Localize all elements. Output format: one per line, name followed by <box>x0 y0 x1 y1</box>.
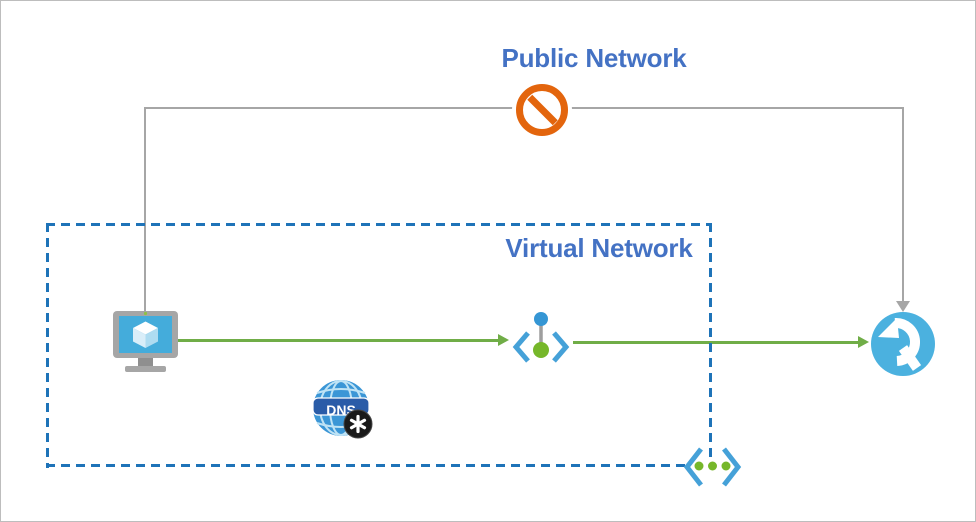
private-dns-globe-icon: DNS <box>312 380 373 439</box>
vnet-border-left <box>46 223 49 468</box>
virtual-network-label: Virtual Network <box>505 233 693 263</box>
relay-service-icon <box>871 312 935 376</box>
gray-connector-vm-up <box>144 107 146 312</box>
private-endpoint-icon <box>512 312 570 363</box>
green-connector-endpoint-to-service <box>573 341 859 344</box>
vnet-border-bottom <box>46 464 685 467</box>
subnet-icon <box>683 447 742 487</box>
no-access-slash <box>526 94 558 126</box>
vnet-border-right <box>709 223 712 463</box>
green-connector-vm-to-endpoint <box>177 339 499 342</box>
gray-connector-down-to-service <box>902 107 904 303</box>
virtual-machine-icon <box>113 311 178 372</box>
no-access-icon <box>516 84 568 136</box>
asterisk-badge-icon <box>343 409 373 439</box>
gray-arrowhead-icon <box>896 301 910 312</box>
public-network-label: Public Network <box>501 43 687 73</box>
vnet-border-top <box>46 223 712 226</box>
green-arrowhead-icon <box>858 336 869 348</box>
green-arrowhead-icon <box>498 334 509 346</box>
